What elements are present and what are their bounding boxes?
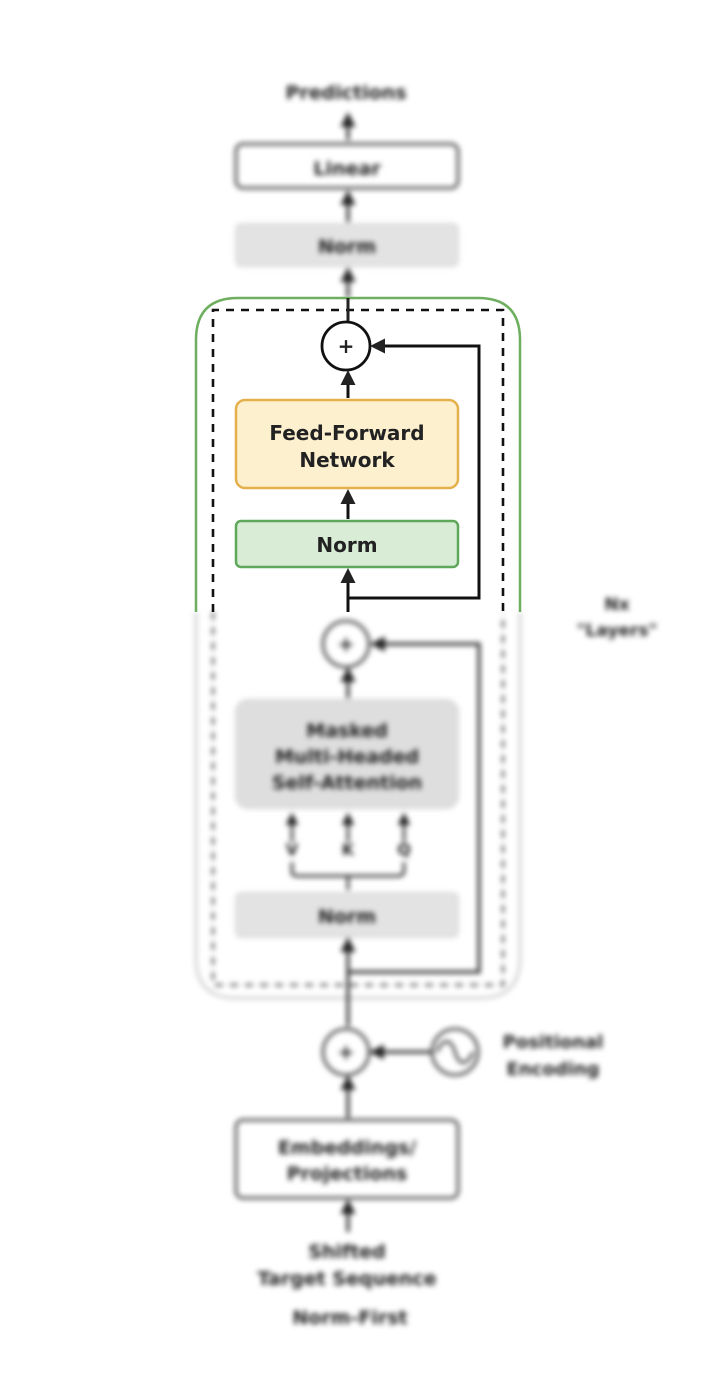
- layers-label-line1: Nx: [604, 595, 629, 615]
- final-norm-box: [235, 223, 459, 267]
- ffn-box: [234, 398, 460, 490]
- final-norm-label: Norm: [318, 236, 376, 258]
- linear-box: [234, 142, 460, 190]
- input-label-line1: Shifted: [308, 1241, 386, 1263]
- attention-residual-arrow: [348, 636, 481, 974]
- embeddings-box: [234, 1118, 460, 1200]
- ffn-line1: Feed-Forward: [269, 421, 424, 445]
- attention-line2: Multi-Headed: [275, 746, 419, 768]
- positional-label-line1: Positional: [503, 1032, 604, 1053]
- attention-add-symbol: +: [338, 632, 355, 656]
- attention-norm-label: Norm: [318, 906, 376, 928]
- attention-block-outline: [194, 612, 522, 1000]
- attention-box: [235, 699, 459, 809]
- ffn-norm-label: Norm: [316, 533, 377, 557]
- layers-label-line2: "Layers": [577, 621, 658, 641]
- predictions-label: Predictions: [285, 82, 406, 104]
- q-label: Q: [397, 840, 411, 859]
- attention-line3: Self-Attention: [272, 772, 422, 794]
- ffn-block-outline: [194, 296, 522, 612]
- faded-context: Predictions Linear Norm Nx "Layers" + Ma…: [194, 82, 658, 1329]
- input-label-line2: Target Sequence: [257, 1268, 436, 1290]
- embeddings-line1: Embeddings/: [278, 1137, 416, 1159]
- v-label: V: [286, 840, 299, 859]
- ffn-residual-arrow: [348, 338, 481, 600]
- positional-label-line2: Encoding: [507, 1059, 600, 1080]
- k-label: K: [342, 840, 355, 859]
- ffn-line2: Network: [299, 448, 395, 472]
- caption: Norm-First: [292, 1307, 407, 1329]
- ffn-norm-box: [234, 519, 460, 569]
- ffn-dashed-sublayer: [211, 308, 505, 612]
- embeddings-line2: Projections: [287, 1163, 408, 1185]
- positional-add-symbol: +: [338, 1040, 355, 1064]
- ffn-add-symbol: +: [338, 334, 355, 358]
- ffn-highlight-block: + Feed-Forward Network Norm: [194, 296, 522, 612]
- attention-line1: Masked: [306, 720, 388, 742]
- linear-label: Linear: [313, 158, 381, 180]
